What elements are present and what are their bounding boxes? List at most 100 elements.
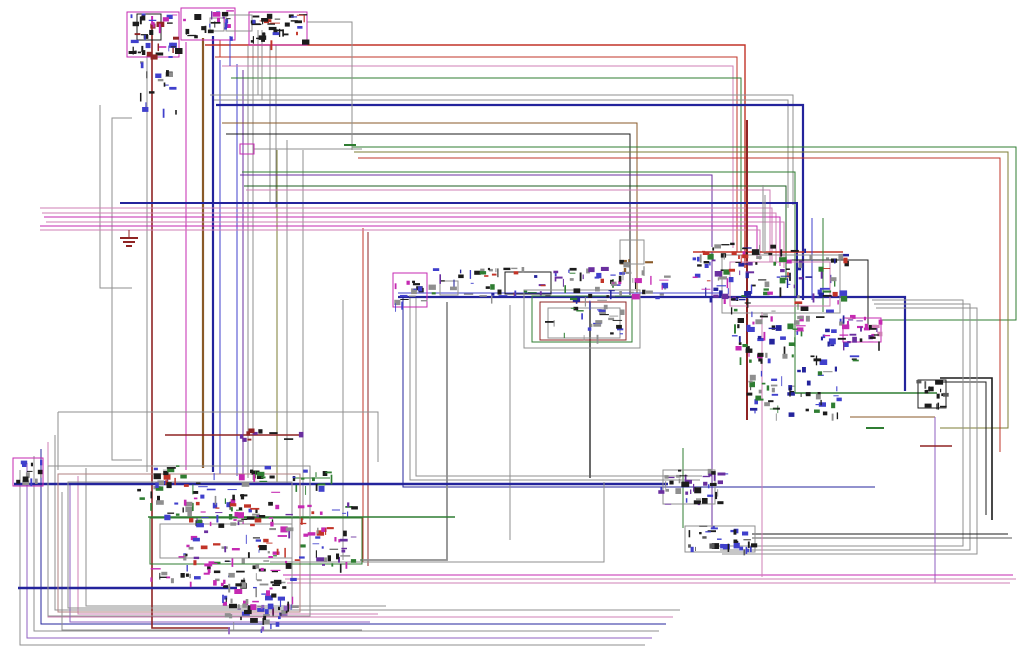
component-mark bbox=[432, 268, 440, 271]
component-mark bbox=[805, 392, 811, 397]
component-mark bbox=[745, 348, 753, 353]
component-mark bbox=[270, 521, 274, 527]
component-mark bbox=[230, 499, 236, 505]
component-mark bbox=[285, 563, 292, 569]
component-mark bbox=[157, 495, 160, 501]
component-mark bbox=[224, 595, 228, 600]
component-mark bbox=[490, 284, 495, 290]
component-mark bbox=[37, 469, 43, 475]
component-mark bbox=[224, 27, 227, 30]
component-mark bbox=[212, 12, 221, 17]
component-mark bbox=[208, 561, 215, 564]
wire bbox=[307, 21, 353, 150]
wire bbox=[214, 99, 789, 208]
component-mark bbox=[22, 480, 30, 485]
component-mark bbox=[207, 566, 211, 570]
component-mark bbox=[655, 297, 660, 300]
component-mark bbox=[268, 501, 273, 506]
component-mark bbox=[916, 380, 922, 384]
component-mark bbox=[246, 516, 255, 520]
component-mark bbox=[798, 277, 803, 280]
wire bbox=[69, 484, 370, 623]
wire bbox=[940, 377, 993, 520]
component-mark bbox=[245, 599, 249, 605]
component-mark bbox=[864, 323, 869, 330]
wire bbox=[33, 456, 659, 632]
component-mark bbox=[764, 402, 770, 407]
component-mark bbox=[347, 502, 350, 508]
component-mark bbox=[318, 485, 325, 492]
component-clusters-layer bbox=[16, 10, 949, 635]
wire bbox=[398, 295, 907, 391]
component-mark bbox=[800, 306, 809, 311]
component-mark bbox=[754, 399, 758, 405]
component-mark bbox=[826, 309, 834, 313]
component-mark bbox=[132, 21, 139, 27]
component-mark bbox=[30, 462, 33, 467]
component-mark bbox=[714, 244, 721, 249]
component-mark bbox=[619, 272, 625, 275]
component-mark bbox=[278, 606, 281, 611]
component-mark bbox=[259, 545, 267, 551]
component-mark bbox=[213, 580, 217, 586]
component-mark bbox=[758, 358, 762, 362]
component-mark bbox=[534, 275, 538, 278]
wire bbox=[40, 229, 761, 260]
component-mark bbox=[645, 261, 653, 264]
component-mark bbox=[207, 29, 214, 34]
component-box bbox=[392, 272, 428, 308]
wire bbox=[111, 117, 142, 461]
component-mark bbox=[271, 593, 277, 598]
component-mark bbox=[140, 62, 144, 69]
component-mark bbox=[229, 503, 237, 507]
wire bbox=[790, 259, 869, 330]
component-mark bbox=[150, 54, 158, 60]
component-box bbox=[149, 517, 363, 565]
component-mark bbox=[225, 19, 229, 24]
component-mark bbox=[189, 518, 194, 523]
component-mark bbox=[263, 619, 270, 625]
wire bbox=[360, 302, 448, 561]
component-mark bbox=[141, 50, 146, 55]
component-mark bbox=[254, 518, 262, 523]
component-mark bbox=[834, 366, 837, 372]
component-mark bbox=[411, 288, 417, 295]
wire bbox=[26, 463, 652, 639]
component-mark bbox=[266, 13, 273, 19]
component-mark bbox=[243, 600, 249, 606]
component-mark bbox=[786, 259, 792, 264]
component-mark bbox=[595, 286, 600, 292]
component-mark bbox=[645, 290, 653, 294]
component-mark bbox=[155, 486, 164, 491]
component-mark bbox=[832, 291, 838, 297]
component-mark bbox=[273, 579, 282, 585]
component-mark bbox=[170, 578, 174, 584]
component-mark bbox=[767, 358, 771, 364]
component-mark bbox=[841, 295, 848, 302]
component-mark bbox=[240, 582, 247, 588]
component-mark bbox=[488, 268, 493, 272]
component-mark bbox=[749, 359, 752, 363]
wire bbox=[231, 77, 742, 252]
component-mark bbox=[788, 412, 795, 417]
component-box bbox=[504, 271, 552, 295]
component-mark bbox=[417, 286, 423, 292]
wire bbox=[77, 476, 378, 615]
component-mark bbox=[770, 244, 776, 249]
wire bbox=[354, 151, 1009, 429]
component-mark bbox=[587, 327, 592, 331]
component-mark bbox=[634, 278, 642, 284]
component-mark bbox=[192, 537, 200, 542]
component-mark bbox=[841, 253, 849, 257]
component-mark bbox=[730, 298, 736, 301]
component-mark bbox=[242, 437, 247, 442]
component-mark bbox=[720, 253, 727, 258]
component-mark bbox=[711, 543, 720, 549]
component-mark bbox=[148, 91, 155, 94]
component-mark bbox=[838, 254, 844, 260]
component-mark bbox=[573, 306, 579, 311]
component-mark bbox=[479, 271, 487, 275]
component-mark bbox=[779, 257, 787, 263]
component-mark bbox=[775, 325, 782, 331]
component-mark bbox=[272, 32, 280, 36]
